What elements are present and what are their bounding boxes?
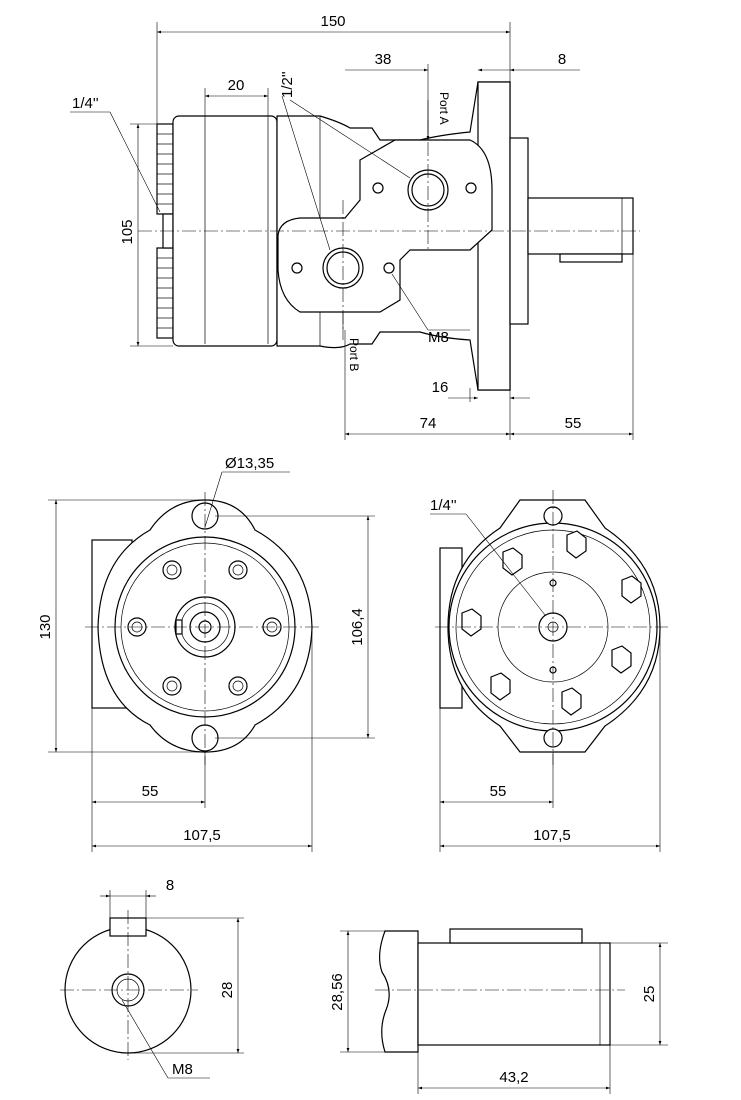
dim-overall-length: 150 <box>156 13 511 124</box>
dim-flange-thickness: 8 <box>510 51 580 72</box>
dim-end-cap-label: 20 <box>228 77 245 94</box>
port-b-label-group: Port B <box>342 312 361 371</box>
dim-front-center-label: 55 <box>142 783 159 800</box>
dim-front-width: 107,5 <box>92 627 313 852</box>
dim-front-width-label: 107,5 <box>183 827 221 844</box>
dim-overall-length-label: 150 <box>320 13 345 30</box>
port-a-label: Port A <box>437 92 451 125</box>
front-view: Ø13,35 130 106,4 55 107,5 <box>37 455 375 852</box>
dim-height-label: 105 <box>119 219 136 244</box>
shaft-body <box>417 942 611 1046</box>
rear-thread-leader: 1/4'' <box>430 497 546 616</box>
dim-key-height-label: 28 <box>219 982 236 999</box>
shaft-thread-leader: M8 <box>121 999 210 1079</box>
front-bolts <box>127 560 282 696</box>
dim-bolt-circle: 106,4 <box>215 515 375 739</box>
thread-drain-leader: 1/4'' <box>70 95 161 213</box>
dim-flange-to-port-b: 16 <box>432 379 530 402</box>
shaft-keyway <box>449 928 583 944</box>
dim-rear-width: 107,5 <box>440 627 661 852</box>
dim-key-depth: 25 <box>610 942 668 1046</box>
dim-key-depth-label: 25 <box>641 986 658 1003</box>
dim-shaft-side-length: 43,2 <box>417 1045 611 1094</box>
dim-rear-center: 55 <box>439 708 554 852</box>
dim-port-b-to-flange-label: 74 <box>420 415 437 432</box>
dim-bolt-circle-label: 106,4 <box>349 608 366 646</box>
thread-port-label: 1/2'' <box>279 71 296 98</box>
dim-hole-dia: Ø13,35 <box>204 455 290 528</box>
dim-end-cap: 20 <box>204 77 269 118</box>
rear-thread-label: 1/4'' <box>430 497 457 514</box>
thread-drain-label: 1/4'' <box>72 95 99 112</box>
output-shaft <box>527 197 634 255</box>
shaft-break-section <box>379 930 419 1053</box>
dim-height: 105 <box>119 123 173 347</box>
dim-bottom-row: 74 55 <box>344 254 634 440</box>
dim-flange-to-port-b-label: 16 <box>432 379 449 396</box>
dim-front-center: 55 <box>91 708 206 852</box>
shaft-end-view: 8 28 M8 <box>60 877 244 1079</box>
shaft-side-view: 28,56 25 43,2 <box>329 928 668 1094</box>
dim-shaft-dia: 28,56 <box>329 930 385 1053</box>
rear-view: 1/4'' 55 107,5 <box>430 490 668 852</box>
dim-front-height-label: 130 <box>37 614 54 639</box>
thread-mount-label: M8 <box>428 329 449 346</box>
dim-key-width-label: 8 <box>166 877 174 894</box>
dim-key-width: 8 <box>100 877 174 918</box>
port-a-label-group: Port A <box>426 92 451 140</box>
thread-port-leader: 1/2'' <box>279 71 411 251</box>
dim-hole-dia-label: Ø13,35 <box>225 455 274 472</box>
dim-shaft-side-length-label: 43,2 <box>499 1069 528 1086</box>
dim-shaft-length-label: 55 <box>565 415 582 432</box>
side-view: 150 38 8 20 1/2'' 1/4'' <box>70 13 640 440</box>
dim-key-height: 28 <box>128 917 244 1054</box>
dim-rear-width-label: 107,5 <box>533 827 571 844</box>
shaft-thread-label: M8 <box>172 1061 193 1078</box>
dim-port-a-label: 38 <box>375 51 392 68</box>
dim-rear-center-label: 55 <box>490 783 507 800</box>
rear-bolt-heads <box>461 530 642 716</box>
port-b-label: Port B <box>347 338 361 371</box>
dim-shaft-dia-label: 28,56 <box>329 973 346 1011</box>
thread-mount-leader: M8 <box>391 273 470 346</box>
dim-flange-thickness-label: 8 <box>558 51 566 68</box>
dim-front-height: 130 <box>37 499 205 753</box>
